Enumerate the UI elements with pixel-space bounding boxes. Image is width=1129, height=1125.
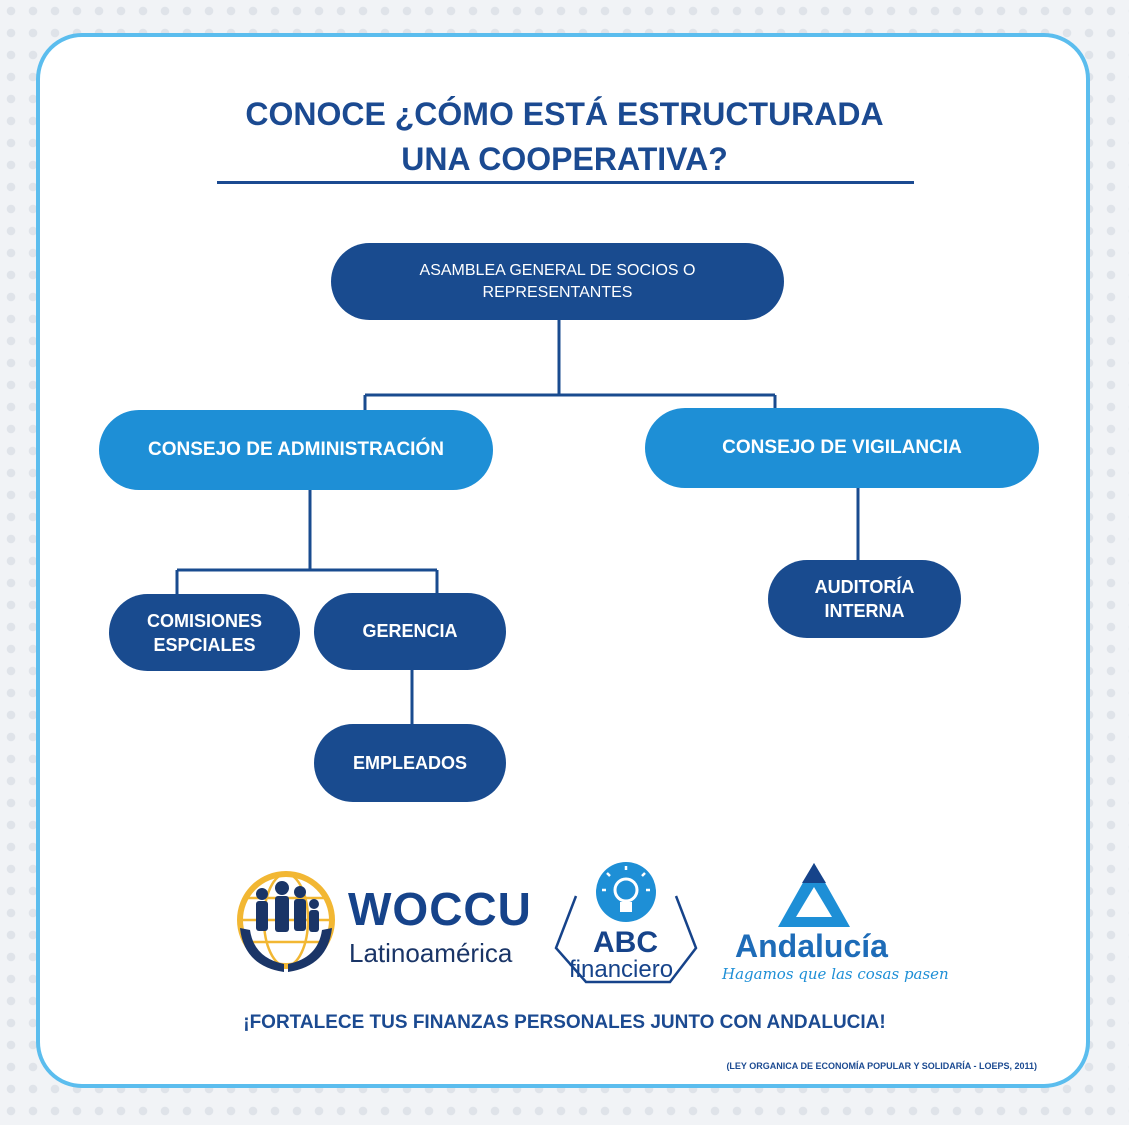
node-empleados-label: EMPLEADOS (352, 752, 467, 773)
footer-slogan: ¡FORTALECE TUS FINANZAS PERSONALES JUNTO… (243, 1012, 886, 1033)
connector-administracion-children (175, 490, 439, 594)
abc-financiero-emblem (554, 862, 698, 984)
node-auditoria: AUDITORÍA INTERNA (768, 560, 961, 638)
title-underline (217, 181, 914, 184)
andalucia-emblem (778, 863, 850, 927)
node-vigilancia: CONSEJO DE VIGILANCIA (645, 408, 1039, 488)
node-comisiones: COMISIONES ESPCIALES (109, 594, 300, 671)
node-empleados: EMPLEADOS (314, 724, 506, 802)
node-gerencia: GERENCIA (314, 593, 506, 670)
financiero-label: financiero (569, 956, 674, 983)
abc-label: ABC (593, 926, 658, 959)
node-asamblea-label: ASAMBLEA GENERAL DE SOCIOS O REPRESENTAN… (419, 261, 696, 301)
woccu-emblem (237, 871, 335, 972)
page-title-line2: UNA COOPERATIVA? (401, 141, 728, 177)
woccu-name: WOCCU (348, 883, 532, 935)
node-administracion: CONSEJO DE ADMINISTRACIÓN (99, 410, 493, 490)
node-auditoria-label: AUDITORÍA INTERNA (814, 577, 915, 621)
node-administracion-label: CONSEJO DE ADMINISTRACIÓN (148, 439, 444, 460)
connector-asamblea-consejos (363, 320, 777, 410)
node-comisiones-label: COMISIONES ESPCIALES (146, 610, 262, 655)
woccu-subtitle: Latinoamérica (349, 938, 513, 968)
source-note: (LEY ORGANICA DE ECONOMÍA POPULAR Y SOLI… (726, 1061, 1037, 1071)
node-vigilancia-label: CONSEJO DE VIGILANCIA (722, 437, 962, 458)
andalucia-name: Andalucía (735, 928, 888, 964)
node-asamblea: ASAMBLEA GENERAL DE SOCIOS O REPRESENTAN… (331, 243, 784, 320)
andalucia-tagline: Hagamos que las cosas pasen (722, 965, 949, 983)
page-title-line1: CONOCE ¿CÓMO ESTÁ ESTRUCTURADA (245, 96, 884, 132)
node-gerencia-label: GERENCIA (362, 621, 458, 641)
